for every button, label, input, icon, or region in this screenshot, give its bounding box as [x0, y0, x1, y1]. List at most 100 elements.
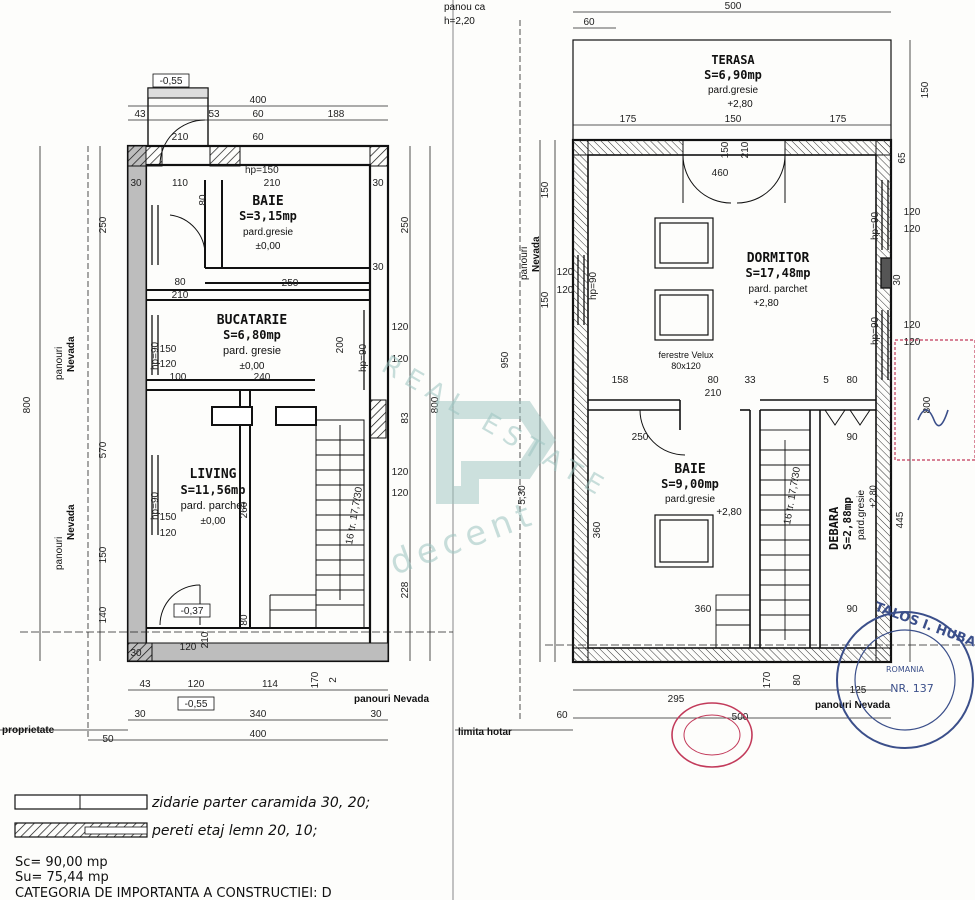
nevada-label-2: Nevada	[66, 504, 77, 540]
svg-text:5: 5	[823, 375, 829, 386]
svg-text:360: 360	[695, 604, 712, 615]
svg-text:170: 170	[762, 671, 773, 688]
svg-text:hp=90: hp=90	[870, 316, 881, 345]
svg-text:500: 500	[725, 1, 742, 12]
svg-text:53: 53	[208, 109, 220, 120]
svg-text:175: 175	[830, 114, 847, 125]
room-living: LIVING S=11,56mp pard. parchet ±0,00	[180, 467, 245, 527]
svg-text:360: 360	[592, 521, 603, 538]
svg-text:228: 228	[400, 581, 411, 598]
svg-text:60: 60	[252, 132, 264, 143]
upper-floor-plan: TERASA S=6,90mp pard.gresie +2,80 DORMIT…	[444, 1, 975, 738]
room-baie-ground: BAIE S=3,15mp pard.gresie ±0,00	[239, 194, 297, 252]
svg-text:S=2,88mp: S=2,88mp	[841, 497, 854, 550]
svg-text:120: 120	[904, 224, 921, 235]
architect-stamp: TALOS I. HUBA NR. 137 ROMANIA	[836, 600, 975, 749]
svg-text:460: 460	[712, 168, 729, 179]
room-name: LIVING	[190, 467, 237, 482]
svg-text:50: 50	[102, 734, 114, 745]
room-level: ±0,00	[201, 516, 226, 527]
svg-text:NR. 137: NR. 137	[890, 682, 933, 695]
svg-text:80: 80	[239, 614, 250, 626]
svg-text:120: 120	[904, 337, 921, 348]
svg-text:30: 30	[892, 274, 903, 286]
svg-text:limita hotar: limita hotar	[458, 727, 512, 738]
svg-text:210: 210	[172, 132, 189, 143]
svg-text:120: 120	[160, 528, 177, 539]
svg-text:S=9,00mp: S=9,00mp	[661, 477, 719, 491]
svg-text:TERASA: TERASA	[711, 53, 755, 67]
svg-text:150: 150	[540, 291, 551, 308]
svg-text:240: 240	[254, 372, 271, 383]
svg-text:140: 140	[98, 606, 109, 623]
svg-text:150: 150	[920, 81, 931, 98]
upper-staircase	[715, 429, 811, 649]
svg-text:DEBARA: DEBARA	[827, 506, 841, 550]
room-floor: pard.gresie	[243, 227, 293, 238]
legend-item-wood: pereti etaj lemn 20, 10;	[151, 823, 317, 839]
svg-text:80: 80	[198, 194, 209, 206]
svg-text:80: 80	[846, 375, 858, 386]
nevada-label-1: Nevada	[66, 336, 77, 372]
svg-text:400: 400	[250, 95, 267, 106]
svg-text:188: 188	[328, 109, 345, 120]
panou-label: panou ca	[444, 2, 486, 13]
svg-text:250: 250	[98, 216, 109, 233]
room-floor: pard. gresie	[223, 345, 281, 357]
svg-text:800: 800	[922, 396, 933, 413]
svg-text:120: 120	[557, 267, 574, 278]
svg-text:panouri Nevada: panouri Nevada	[815, 700, 890, 711]
room-area: S=11,56mp	[180, 483, 245, 497]
bottom-panels-label: panouri Nevada	[354, 694, 429, 705]
svg-text:S=6,90mp: S=6,90mp	[704, 68, 762, 82]
svg-text:hp=90: hp=90	[870, 211, 881, 240]
svg-text:30: 30	[372, 178, 384, 189]
svg-text:80: 80	[174, 277, 186, 288]
ground-staircase	[269, 419, 365, 629]
svg-text:295: 295	[668, 694, 685, 705]
svg-text:210: 210	[705, 388, 722, 399]
svg-text:30: 30	[370, 709, 382, 720]
svg-text:+2,80: +2,80	[753, 298, 779, 309]
room-name: BUCATARIE	[217, 313, 287, 328]
svg-text:950: 950	[500, 351, 511, 368]
svg-text:hp=150: hp=150	[245, 165, 279, 176]
velux-windows	[654, 217, 714, 568]
svg-text:210: 210	[200, 631, 211, 648]
svg-text:110: 110	[172, 178, 188, 189]
svg-text:+2,80: +2,80	[868, 485, 878, 508]
svg-text:150: 150	[160, 344, 177, 355]
svg-text:hp=90: hp=90	[150, 491, 161, 520]
area-summary: Sc= 90,00 mp Su= 75,44 mp CATEGORIA DE I…	[15, 855, 332, 900]
svg-text:hp=90: hp=90	[588, 271, 599, 300]
svg-text:30: 30	[130, 648, 142, 659]
room-area: S=3,15mp	[239, 209, 297, 223]
svg-text:120: 120	[904, 320, 921, 331]
room-level: ±0,00	[240, 361, 265, 372]
svg-text:114: 114	[262, 679, 278, 690]
svg-text:33: 33	[744, 375, 756, 386]
svg-text:pard.gresie: pard.gresie	[665, 494, 715, 505]
height-label: h=2,20	[444, 16, 475, 27]
svg-text:120: 120	[180, 642, 197, 653]
svg-text:BAIE: BAIE	[674, 462, 705, 477]
room-terasa: TERASA S=6,90mp pard.gresie +2,80	[704, 53, 762, 110]
svg-text:125: 125	[850, 685, 867, 696]
svg-text:30: 30	[130, 178, 142, 189]
proprietate-label: proprietate	[2, 725, 55, 736]
room-name: BAIE	[252, 194, 283, 209]
svg-text:210: 210	[740, 141, 751, 158]
svg-text:ROMANIA: ROMANIA	[886, 665, 925, 674]
room-floor: pard. parchet	[181, 500, 246, 512]
svg-text:445: 445	[895, 511, 906, 528]
svg-text:200: 200	[335, 336, 346, 353]
svg-text:pard. parchet: pard. parchet	[749, 284, 808, 295]
svg-text:150: 150	[720, 141, 731, 158]
svg-text:43: 43	[134, 109, 146, 120]
svg-text:570: 570	[98, 441, 109, 458]
svg-text:60: 60	[252, 109, 264, 120]
svg-text:120: 120	[392, 322, 409, 333]
svg-text:80: 80	[792, 674, 803, 686]
svg-text:+2,80: +2,80	[716, 507, 742, 518]
svg-text:90: 90	[846, 604, 858, 615]
